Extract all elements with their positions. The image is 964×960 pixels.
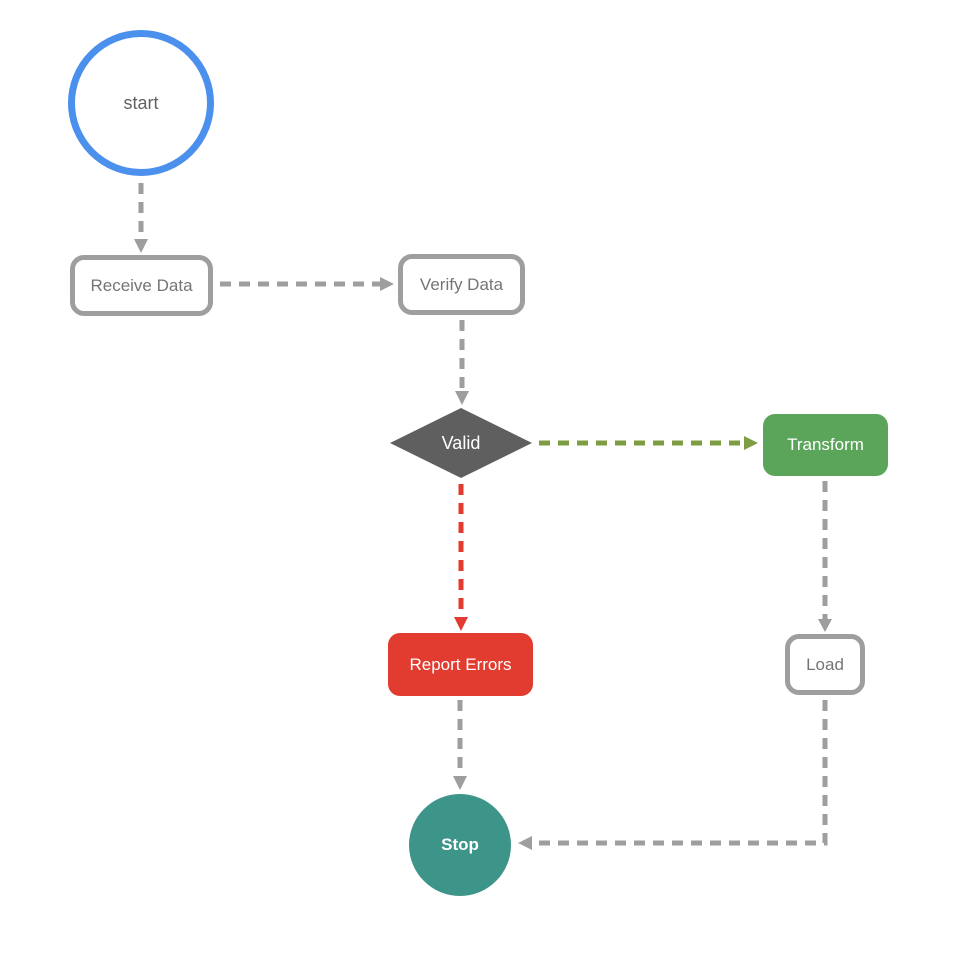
arrowhead-down-icon	[454, 617, 468, 631]
connector-valid-report	[454, 484, 468, 631]
node-start[interactable]: start	[68, 30, 214, 176]
connector-receive-verify	[220, 277, 394, 291]
node-report-errors[interactable]: Report Errors	[388, 633, 533, 696]
node-load[interactable]: Load	[785, 634, 865, 695]
connector-report-stop	[453, 700, 467, 790]
node-stop-label: Stop	[441, 835, 479, 854]
node-transform-label: Transform	[787, 435, 864, 454]
node-transform[interactable]: Transform	[763, 414, 888, 476]
connector-valid-transform	[539, 436, 758, 450]
node-report-errors-label: Report Errors	[409, 654, 512, 674]
arrowhead-left-icon	[518, 836, 532, 850]
node-receive-data[interactable]: Receive Data	[70, 255, 213, 316]
connector-verify-valid	[455, 320, 469, 405]
arrowhead-right-icon	[744, 436, 758, 450]
connector-start-receive	[134, 183, 148, 253]
arrowhead-down-icon	[455, 391, 469, 405]
node-verify-data[interactable]: Verify Data	[398, 254, 525, 315]
connector-load-stop	[518, 700, 828, 850]
node-stop[interactable]: Stop	[409, 794, 511, 896]
arrowhead-right-icon	[380, 277, 394, 291]
arrowhead-down-icon	[134, 239, 148, 253]
node-start-label: start	[123, 92, 159, 113]
arrowhead-down-icon	[453, 776, 467, 790]
arrowhead-down-icon	[818, 619, 832, 632]
node-load-label: Load	[806, 654, 844, 674]
connector-line	[533, 700, 828, 846]
connector-transform-load	[818, 481, 832, 632]
node-receive-data-label: Receive Data	[90, 275, 193, 295]
node-valid-decision-label: Valid	[441, 432, 481, 453]
node-verify-data-label: Verify Data	[419, 274, 504, 294]
